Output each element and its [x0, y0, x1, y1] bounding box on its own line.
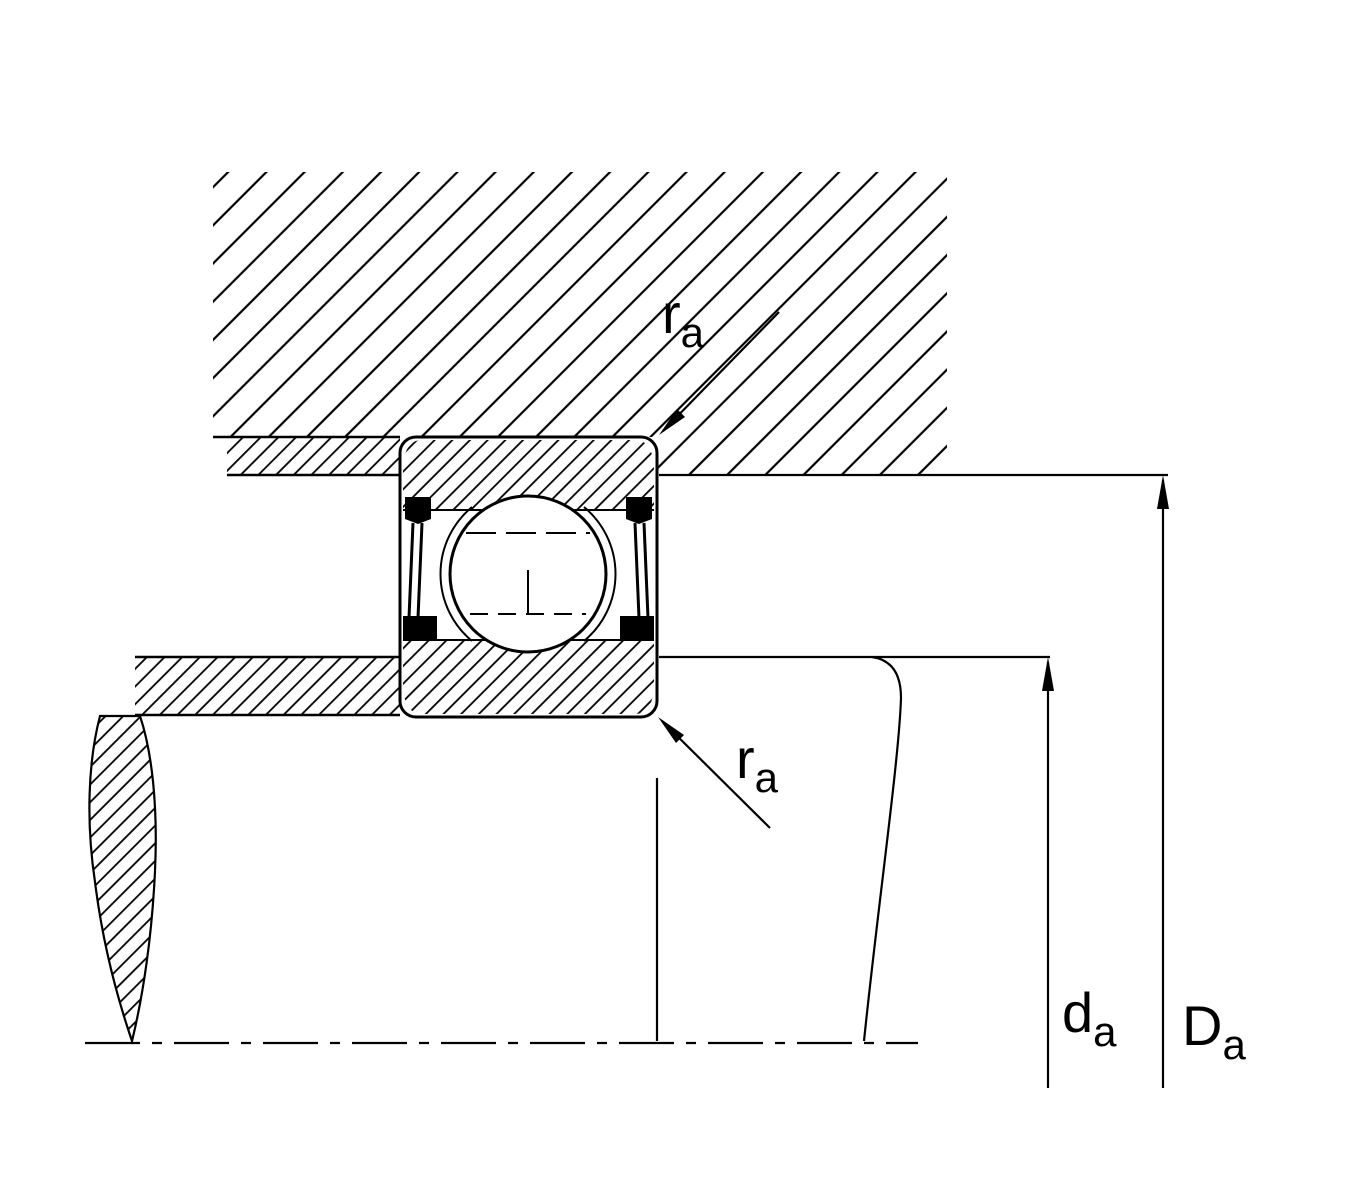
label-Da: Da: [1182, 994, 1246, 1068]
housing-section: [213, 172, 1168, 477]
shaft-outline-right: [655, 655, 1050, 1042]
housing-hatch: [213, 172, 947, 475]
annotation-ra-bottom: ra: [658, 717, 779, 829]
shaft-shoulder-strip: [135, 657, 400, 715]
cage-arc-left: [439, 506, 473, 642]
da-arrowhead-icon: [1042, 657, 1054, 691]
seal-right: [620, 497, 654, 641]
shaft-end-curve: [862, 655, 903, 1042]
shaft-section: [88, 655, 400, 1045]
dimension-da: da: [1042, 657, 1117, 1088]
housing-shoulder-strip: [227, 437, 400, 475]
seal-left: [403, 497, 437, 641]
cage-arc-right: [583, 506, 617, 642]
ra-bottom-arrowhead-icon: [658, 717, 684, 743]
annotation-ra-top: ra: [659, 282, 780, 435]
ra-top-leader-line: [662, 311, 780, 432]
Da-arrowhead-icon: [1157, 475, 1169, 509]
label-da: da: [1062, 981, 1117, 1055]
bearing: [398, 435, 659, 719]
inner-ring-section: [403, 640, 654, 714]
shaft-break-section: [88, 714, 157, 1045]
outer-ring-section: [403, 440, 654, 510]
label-ra-bottom: ra: [736, 727, 779, 801]
ra-top-arrowhead-icon: [659, 409, 685, 435]
dimension-Da: Da: [1157, 475, 1246, 1088]
label-ra-top: ra: [662, 282, 705, 356]
